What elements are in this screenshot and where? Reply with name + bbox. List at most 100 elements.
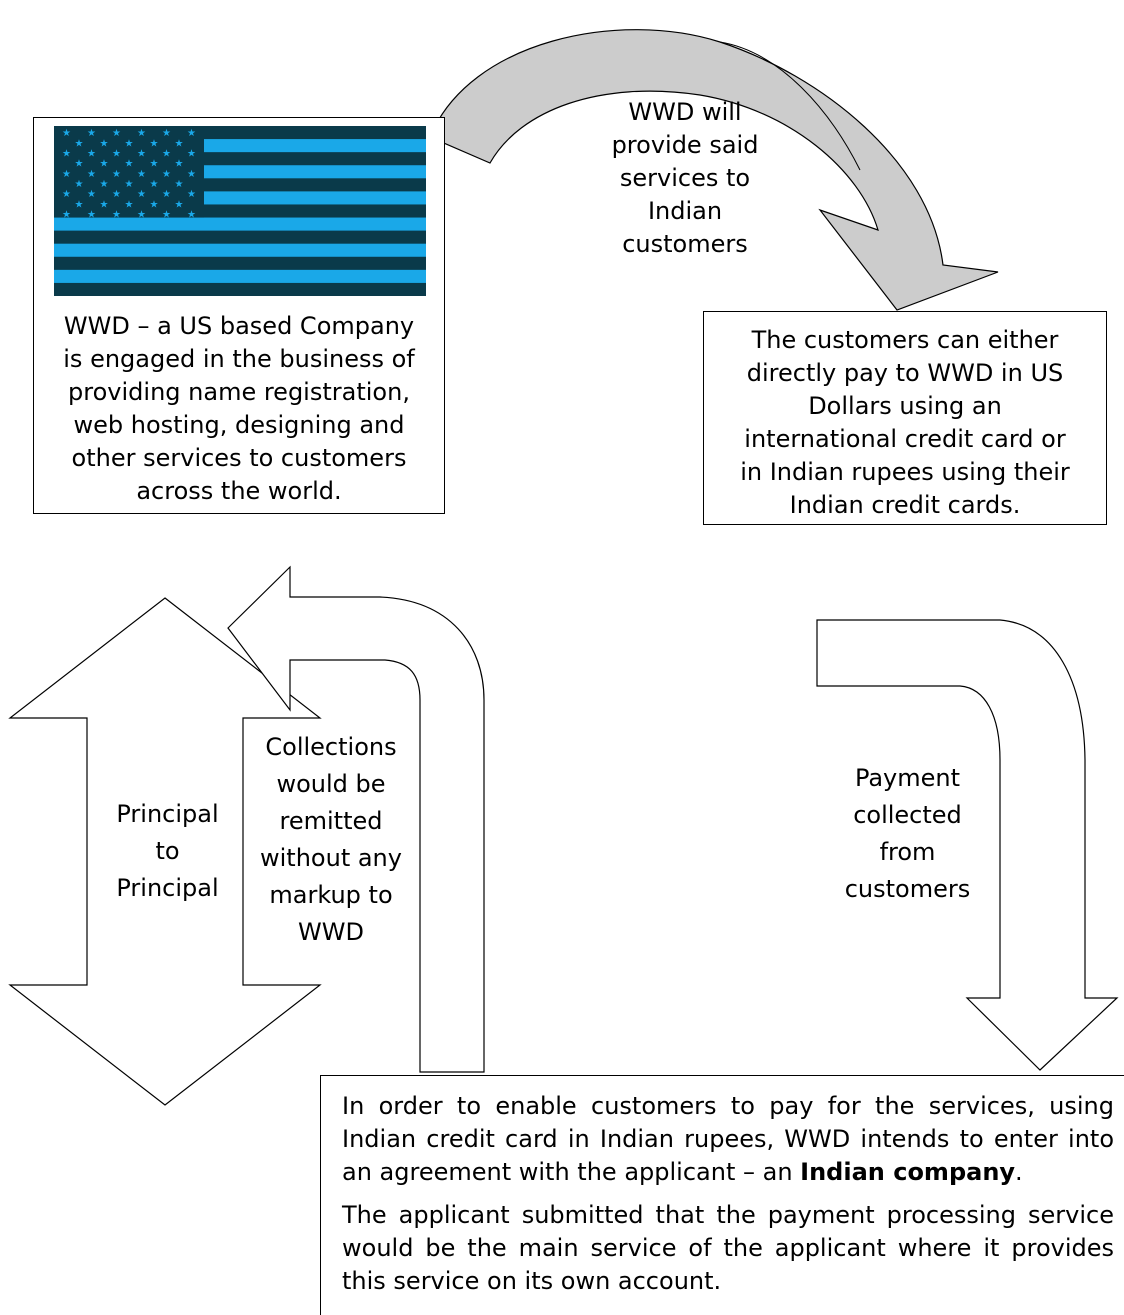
flag-star-icon: ★: [187, 148, 196, 159]
flag-star-icon: ★: [62, 189, 71, 200]
collections-arrow: [227, 565, 485, 1073]
flag-star-icon: ★: [100, 179, 109, 190]
flag-star-icon: ★: [100, 199, 109, 210]
flag-stripe: [54, 230, 426, 245]
flag-star-icon: ★: [162, 148, 171, 159]
payment-line: collected: [853, 801, 962, 829]
flag-star-icon: ★: [187, 189, 196, 200]
principal-line: Principal: [116, 874, 219, 902]
flag-star-icon: ★: [75, 179, 84, 190]
flag-star-icon: ★: [187, 128, 196, 139]
flag-star-icon: ★: [137, 148, 146, 159]
flag-star-icon: ★: [75, 159, 84, 170]
collections-line: WWD: [298, 918, 364, 946]
flag-star-icon: ★: [112, 148, 121, 159]
flag-stripe: [54, 269, 426, 284]
flag-star-icon: ★: [150, 179, 159, 190]
provide-line: Indian: [647, 197, 723, 225]
flag-star-icon: ★: [125, 138, 134, 149]
customers-payment-box: The customers can either directly pay to…: [703, 311, 1107, 525]
us-line: across the world.: [136, 477, 342, 505]
flag-star-icon: ★: [125, 159, 134, 170]
provide-line: provide said: [611, 131, 759, 159]
provide-services-arrow: [429, 29, 999, 311]
payment-arrow: [816, 619, 1119, 1071]
principal-line: to: [155, 837, 180, 865]
principal-double-arrow: [8, 597, 322, 1106]
us-line: providing name registration,: [68, 378, 410, 406]
provide-line: services to: [619, 164, 751, 192]
flag-star-icon: ★: [162, 128, 171, 139]
payment-line: from: [879, 838, 936, 866]
indian-company-box: In order to enable customers to pay for …: [320, 1075, 1124, 1315]
indian-company-text: In order to enable customers to pay for …: [342, 1090, 1114, 1308]
flag-star-icon: ★: [162, 169, 171, 180]
flag-star-icon: ★: [62, 128, 71, 139]
provide-line: WWD will: [628, 98, 742, 126]
us-line: is engaged in the business of: [63, 345, 415, 373]
flag-star-icon: ★: [187, 210, 196, 221]
flag-star-icon: ★: [112, 210, 121, 221]
flag-star-icon: ★: [62, 148, 71, 159]
flag-star-icon: ★: [125, 199, 134, 210]
cust-line: directly pay to WWD in US: [746, 359, 1064, 387]
flag-star-icon: ★: [87, 169, 96, 180]
us-line: WWD – a US based Company: [63, 312, 415, 340]
flag-star-icon: ★: [75, 138, 84, 149]
us-line: other services to customers: [71, 444, 407, 472]
us-line: web hosting, designing and: [73, 411, 405, 439]
india-paragraph-2: The applicant submitted that the payment…: [342, 1201, 1114, 1295]
flag-star-icon: ★: [87, 148, 96, 159]
india-paragraph-1: In order to enable customers to pay for …: [342, 1090, 1114, 1189]
us-company-text: WWD – a US based Company is engaged in t…: [34, 310, 444, 508]
collections-line: would be: [276, 770, 386, 798]
payment-label: Payment collected from customers: [825, 760, 990, 908]
cust-line: in Indian rupees using their: [740, 458, 1070, 486]
flag-star-icon: ★: [137, 189, 146, 200]
flag-star-icon: ★: [175, 179, 184, 190]
indian-company-emphasis: Indian company: [800, 1158, 1016, 1186]
cust-line: Dollars using an: [808, 392, 1002, 420]
india-p1-text: In order to enable customers to pay for …: [342, 1092, 1114, 1186]
flag-stripe: [54, 256, 426, 271]
us-flag-icon: ★★★★★★★★★★★★★★★★★★★★★★★★★★★★★★★★★★★★★★★★…: [54, 126, 426, 296]
flag-star-icon: ★: [150, 199, 159, 210]
flag-star-icon: ★: [175, 138, 184, 149]
flag-star-icon: ★: [112, 128, 121, 139]
flag-stripe: [54, 217, 426, 232]
collections-line: Collections: [265, 733, 397, 761]
cust-line: The customers can either: [751, 326, 1059, 354]
flag-star-icon: ★: [75, 199, 84, 210]
flag-star-icon: ★: [187, 169, 196, 180]
flag-star-icon: ★: [87, 189, 96, 200]
flag-star-icon: ★: [175, 159, 184, 170]
provide-services-label: WWD will provide said services to Indian…: [590, 96, 780, 261]
principal-label: Principal to Principal: [100, 796, 235, 907]
collections-label: Collections would be remitted without an…: [246, 729, 416, 951]
principal-line: Principal: [116, 800, 219, 828]
flag-star-icon: ★: [162, 189, 171, 200]
customers-text: The customers can either directly pay to…: [704, 324, 1106, 522]
collections-line: remitted: [279, 807, 383, 835]
flag-star-icon: ★: [87, 128, 96, 139]
flag-star-icon: ★: [112, 189, 121, 200]
cust-line: international credit card or: [744, 425, 1066, 453]
provide-line: customers: [622, 230, 748, 258]
payment-line: customers: [844, 875, 971, 903]
flag-canton: [54, 126, 204, 218]
us-company-box: ★★★★★★★★★★★★★★★★★★★★★★★★★★★★★★★★★★★★★★★★…: [33, 117, 445, 514]
flag-star-icon: ★: [137, 128, 146, 139]
flag-star-icon: ★: [175, 199, 184, 210]
flag-star-icon: ★: [62, 210, 71, 221]
flag-star-icon: ★: [87, 210, 96, 221]
collections-line: without any: [260, 844, 402, 872]
india-p1-end: .: [1015, 1158, 1023, 1186]
flag-star-icon: ★: [125, 179, 134, 190]
provide-arrow-shadow: [719, 41, 861, 171]
flag-star-icon: ★: [162, 210, 171, 221]
flag-star-icon: ★: [137, 210, 146, 221]
flag-star-icon: ★: [150, 159, 159, 170]
flag-star-icon: ★: [62, 169, 71, 180]
flag-star-icon: ★: [137, 169, 146, 180]
